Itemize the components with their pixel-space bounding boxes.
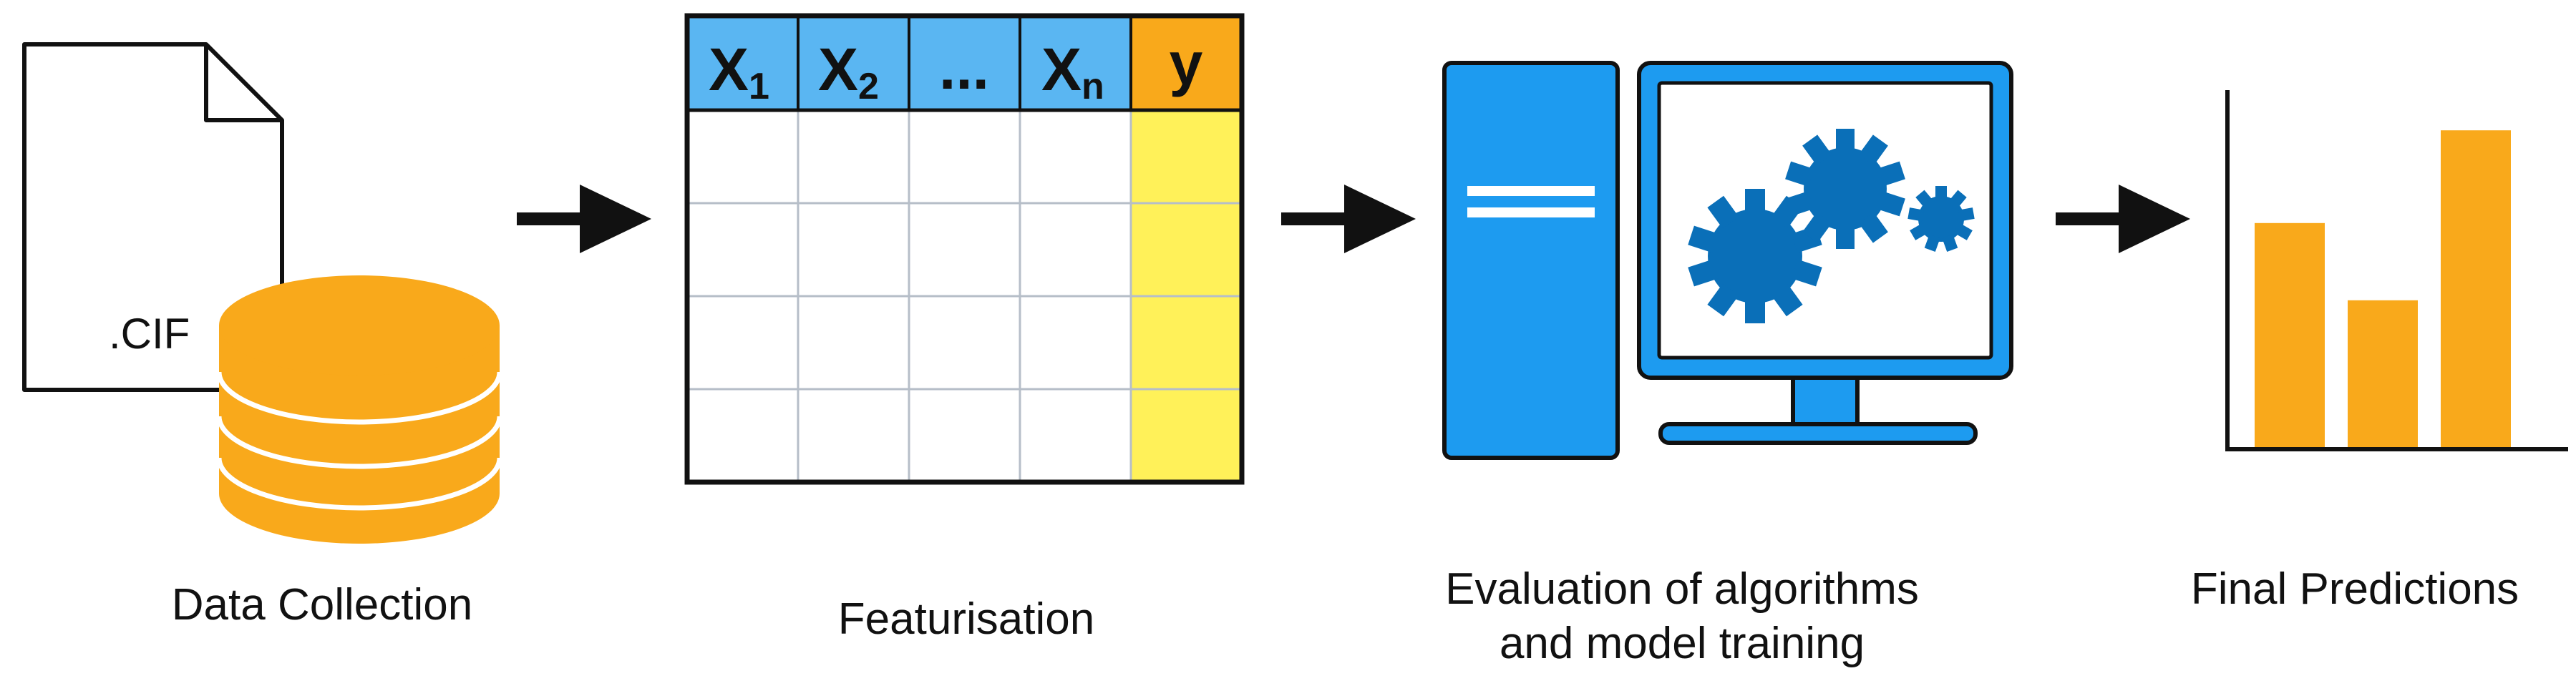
monitor-neck — [1791, 371, 1860, 431]
file-extension-label: .CIF — [109, 310, 190, 358]
evaluation-caption-line-2: and model training — [1499, 618, 1865, 668]
header-x1: X1 — [709, 36, 769, 107]
tower-slot-1 — [1467, 186, 1595, 196]
prediction-bar — [2255, 222, 2325, 447]
target-header-cell — [1131, 16, 1242, 110]
evaluation-caption-line-1: Evaluation of algorithms — [1445, 564, 1919, 614]
feature-table: X1 X2 ... Xn y — [684, 13, 1245, 485]
header-dividers — [797, 16, 1132, 110]
computer-tower — [1442, 61, 1620, 460]
prediction-bars — [2255, 130, 2511, 447]
gear-large-icon — [1688, 189, 1822, 323]
document-fold — [204, 44, 282, 122]
data-collection-caption: Data Collection — [171, 580, 473, 629]
header-target: y — [1170, 30, 1203, 97]
table-grid — [687, 110, 1242, 482]
document-icon — [22, 42, 284, 392]
predictions-bar-graphic — [2225, 90, 2568, 451]
prediction-bar — [2348, 300, 2418, 447]
data-collection-graphic: .CIF — [22, 42, 502, 544]
table-border — [684, 13, 1245, 485]
gear-medium-icon — [1785, 129, 1905, 249]
prediction-bar — [2441, 130, 2511, 447]
header-ellipsis: ... — [939, 34, 989, 102]
database-icon — [216, 275, 502, 544]
header-x2: X2 — [818, 36, 879, 107]
monitor-base — [1658, 422, 1978, 445]
arrow-2 — [1281, 185, 1416, 253]
evaluation-caption: Evaluation of algorithms and model train… — [1381, 562, 1983, 670]
tower-slot-2 — [1467, 207, 1595, 217]
gear-small-icon — [1907, 186, 1975, 252]
final-predictions-caption: Final Predictions — [2190, 564, 2519, 614]
arrow-3 — [2056, 185, 2190, 253]
arrow-1 — [517, 185, 651, 253]
featurisation-caption: Featurisation — [837, 594, 1095, 644]
header-xn: Xn — [1041, 36, 1104, 107]
computer-graphic — [1442, 61, 2013, 460]
